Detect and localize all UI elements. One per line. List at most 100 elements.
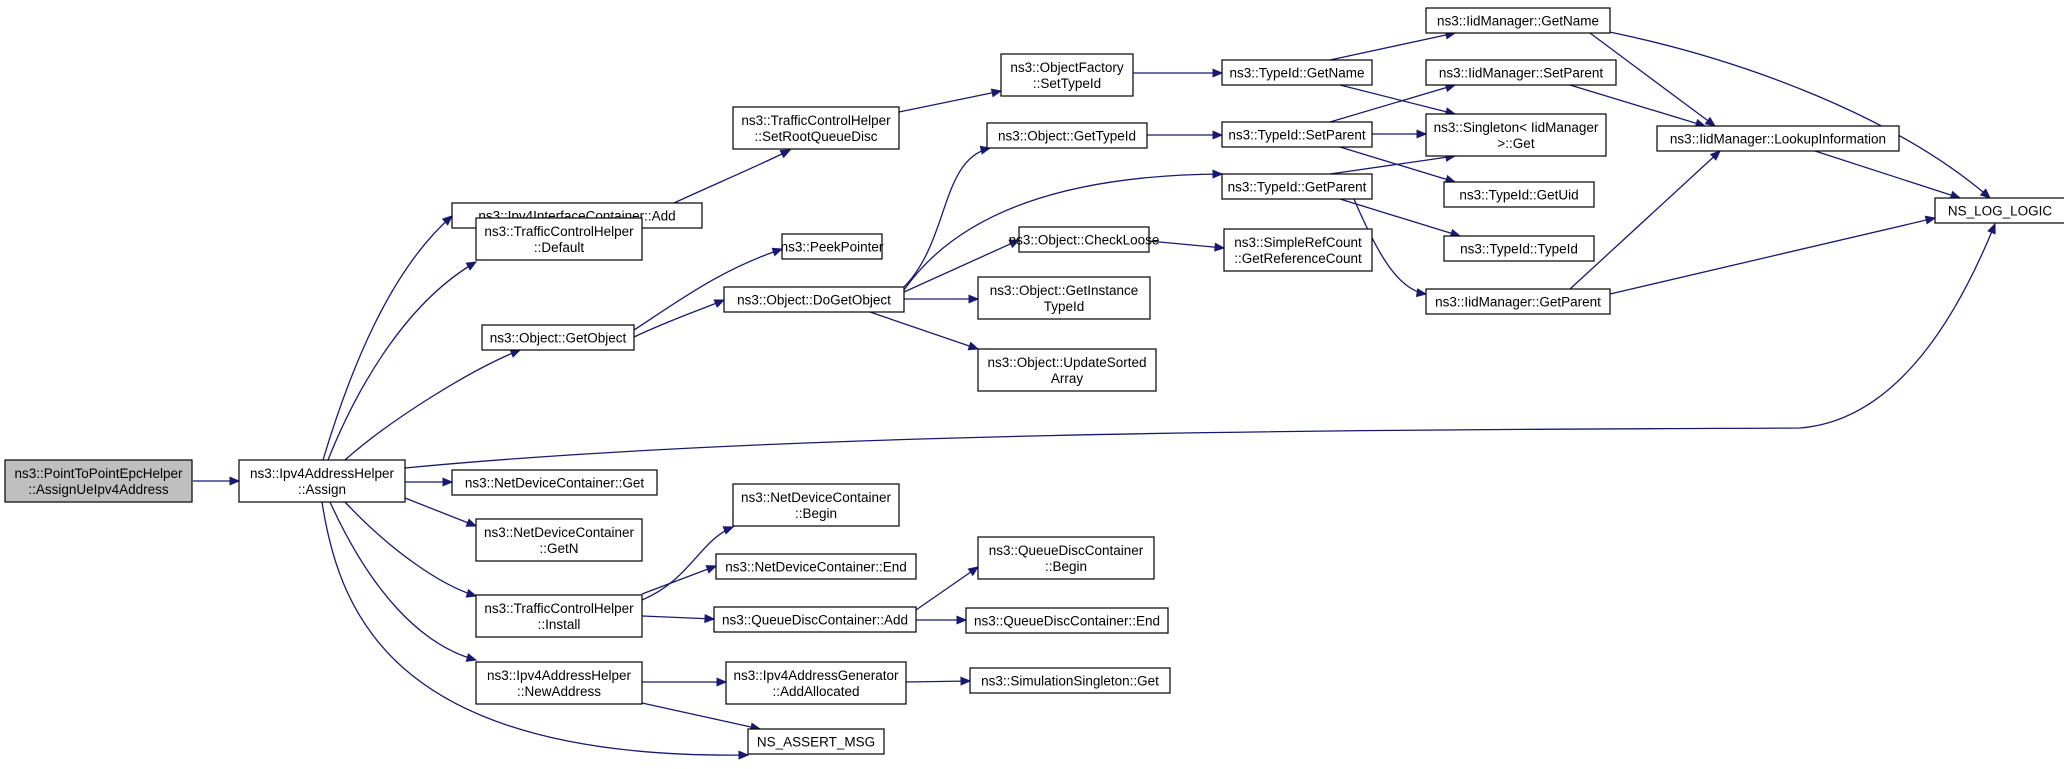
node-assign[interactable]: ns3::Ipv4AddressHelper::Assign [238,459,406,503]
edge-tidgetname-to-singletonget [1339,84,1456,115]
node-box-ofsettypeid[interactable] [1000,53,1134,97]
node-box-root[interactable] [4,459,193,503]
node-label-getinstance-1: TypeId [1044,299,1085,314]
node-tchdefault[interactable]: ns3::TrafficControlHelper::Default [475,217,643,261]
node-box-assertmsg[interactable] [747,728,885,755]
arrowhead-tchinstall-to-qdcadd [704,614,716,624]
node-label-ofsettypeid-1: ::SetTypeId [1033,76,1101,91]
node-tidgetparent[interactable]: ns3::TypeId::GetParent [1221,173,1373,200]
node-addalloc[interactable]: ns3::Ipv4AddressGenerator::AddAllocated [725,661,907,705]
node-iidsetparent[interactable]: ns3::IidManager::SetParent [1425,59,1617,86]
node-box-simsingleton[interactable] [969,667,1171,694]
node-box-addalloc[interactable] [725,661,907,705]
arrowhead-assign-to-tchinstall [465,588,478,598]
node-box-ndcgetn[interactable] [475,518,643,562]
node-box-qdcend[interactable] [965,607,1169,634]
node-tidgetuid[interactable]: ns3::TypeId::GetUid [1443,181,1595,208]
arrowhead-getobject-to-peek [771,247,784,257]
node-box-checkloose[interactable] [1018,226,1150,253]
node-box-iidgetname[interactable] [1425,7,1611,34]
node-ofsettypeid[interactable]: ns3::ObjectFactory::SetTypeId [1000,53,1134,97]
node-peek[interactable]: ns3::PeekPointer [781,233,884,260]
node-objgettypeid[interactable]: ns3::Object::GetTypeId [986,122,1148,149]
node-getrefcount[interactable]: ns3::SimpleRefCount::GetReferenceCount [1223,228,1373,272]
node-getobject[interactable]: ns3::Object::GetObject [481,324,635,351]
arrowhead-tchinstall-to-ndcbegin [722,526,735,535]
edge-iidgetparent-to-nslog [1609,217,1936,295]
node-box-iidsetparent[interactable] [1425,59,1617,86]
node-box-peek[interactable] [781,233,883,260]
node-tidsetparent[interactable]: ns3::TypeId::SetParent [1221,121,1373,148]
node-label-nslog-0: NS_LOG_LOGIC [1948,204,2053,219]
node-box-getrefcount[interactable] [1223,228,1373,272]
node-tchinstall[interactable]: ns3::TrafficControlHelper::Install [475,594,643,638]
node-label-qdcbegin-0: ns3::QueueDiscContainer [989,543,1144,558]
node-label-qdcadd-0: ns3::QueueDiscContainer::Add [722,613,908,628]
edge-dogetobject-to-checkloose [903,239,1020,293]
edge-tchinstall-to-ndcend [641,565,717,595]
node-box-newaddress[interactable] [475,661,643,705]
node-box-tidgetparent[interactable] [1221,173,1373,200]
node-checkloose[interactable]: ns3::Object::CheckLoose [1009,226,1160,253]
node-iidgetparent[interactable]: ns3::IidManager::GetParent [1425,288,1611,315]
node-ndcget[interactable]: ns3::NetDeviceContainer::Get [451,469,658,496]
node-ndcbegin[interactable]: ns3::NetDeviceContainer::Begin [732,483,900,527]
node-box-getobject[interactable] [481,324,635,351]
node-qdcbegin[interactable]: ns3::QueueDiscContainer::Begin [977,536,1155,580]
node-label-tidtypeid-0: ns3::TypeId::TypeId [1460,242,1578,257]
node-box-iidgetparent[interactable] [1425,288,1611,315]
edge-tidgetparent-to-tidtypeid [1339,198,1461,237]
edge-addalloc-to-simsingleton [905,680,971,683]
node-box-objgettypeid[interactable] [986,122,1148,149]
arrowhead-assign-to-assertmsg [738,750,750,760]
node-setroot[interactable]: ns3::TrafficControlHelper::SetRootQueueD… [732,106,900,150]
node-box-tidgetname[interactable] [1221,59,1373,86]
node-nslog[interactable]: NS_LOG_LOGIC [1934,197,2064,224]
node-label-dogetobject-0: ns3::Object::DoGetObject [737,293,891,308]
node-box-tidgetuid[interactable] [1443,181,1595,208]
node-label-updatesorted-0: ns3::Object::UpdateSorted [987,355,1146,370]
node-singletonget[interactable]: ns3::Singleton< IidManager >::Get [1425,113,1607,157]
node-simsingleton[interactable]: ns3::SimulationSingleton::Get [969,667,1171,694]
node-box-tidsetparent[interactable] [1221,121,1373,148]
node-box-lookupinfo[interactable] [1656,125,1900,152]
node-tidtypeid[interactable]: ns3::TypeId::TypeId [1443,235,1595,262]
node-box-getinstance[interactable] [977,276,1151,320]
node-box-singletonget[interactable] [1425,113,1607,157]
node-box-qdcbegin[interactable] [977,536,1155,580]
node-box-setroot[interactable] [732,106,900,150]
edge-newaddress-to-assertmsg [641,702,761,730]
node-assertmsg[interactable]: NS_ASSERT_MSG [747,728,885,755]
edge-iidgetname-to-nslog [1599,29,1991,199]
node-label-tidgetparent-0: ns3::TypeId::GetParent [1228,180,1367,195]
node-root[interactable]: ns3::PointToPointEpcHelper::AssignUeIpv4… [4,459,193,503]
node-box-tchinstall[interactable] [475,594,643,638]
node-box-dogetobject[interactable] [723,286,905,313]
node-lookupinfo[interactable]: ns3::IidManager::LookupInformation [1656,125,1900,152]
node-newaddress[interactable]: ns3::Ipv4AddressHelper::NewAddress [475,661,643,705]
node-qdcend[interactable]: ns3::QueueDiscContainer::End [965,607,1169,634]
node-box-qdcadd[interactable] [713,606,917,633]
arrowhead-dogetobject-to-tidgetparent [1212,169,1224,179]
node-box-tidtypeid[interactable] [1443,235,1595,262]
edge-getobject-to-peek [633,248,783,331]
node-dogetobject[interactable]: ns3::Object::DoGetObject [723,286,905,313]
node-box-ndcend[interactable] [715,553,917,580]
node-box-updatesorted[interactable] [977,348,1157,392]
node-label-tchinstall-1: ::Install [538,617,581,632]
node-box-ndcbegin[interactable] [732,483,900,527]
node-iidgetname[interactable]: ns3::IidManager::GetName [1425,7,1611,34]
node-label-getrefcount-0: ns3::SimpleRefCount [1234,235,1362,250]
node-qdcadd[interactable]: ns3::QueueDiscContainer::Add [713,606,917,633]
arrowhead-setroot-to-ofsettypeid [990,88,1003,98]
node-ndcgetn[interactable]: ns3::NetDeviceContainer::GetN [475,518,643,562]
node-box-assign[interactable] [238,459,406,503]
node-box-nslog[interactable] [1934,197,2064,224]
node-tidgetname[interactable]: ns3::TypeId::GetName [1221,59,1373,86]
node-label-ndcget-0: ns3::NetDeviceContainer::Get [465,476,645,491]
node-ndcend[interactable]: ns3::NetDeviceContainer::End [715,553,917,580]
node-box-tchdefault[interactable] [475,217,643,261]
node-box-ndcget[interactable] [451,469,658,496]
